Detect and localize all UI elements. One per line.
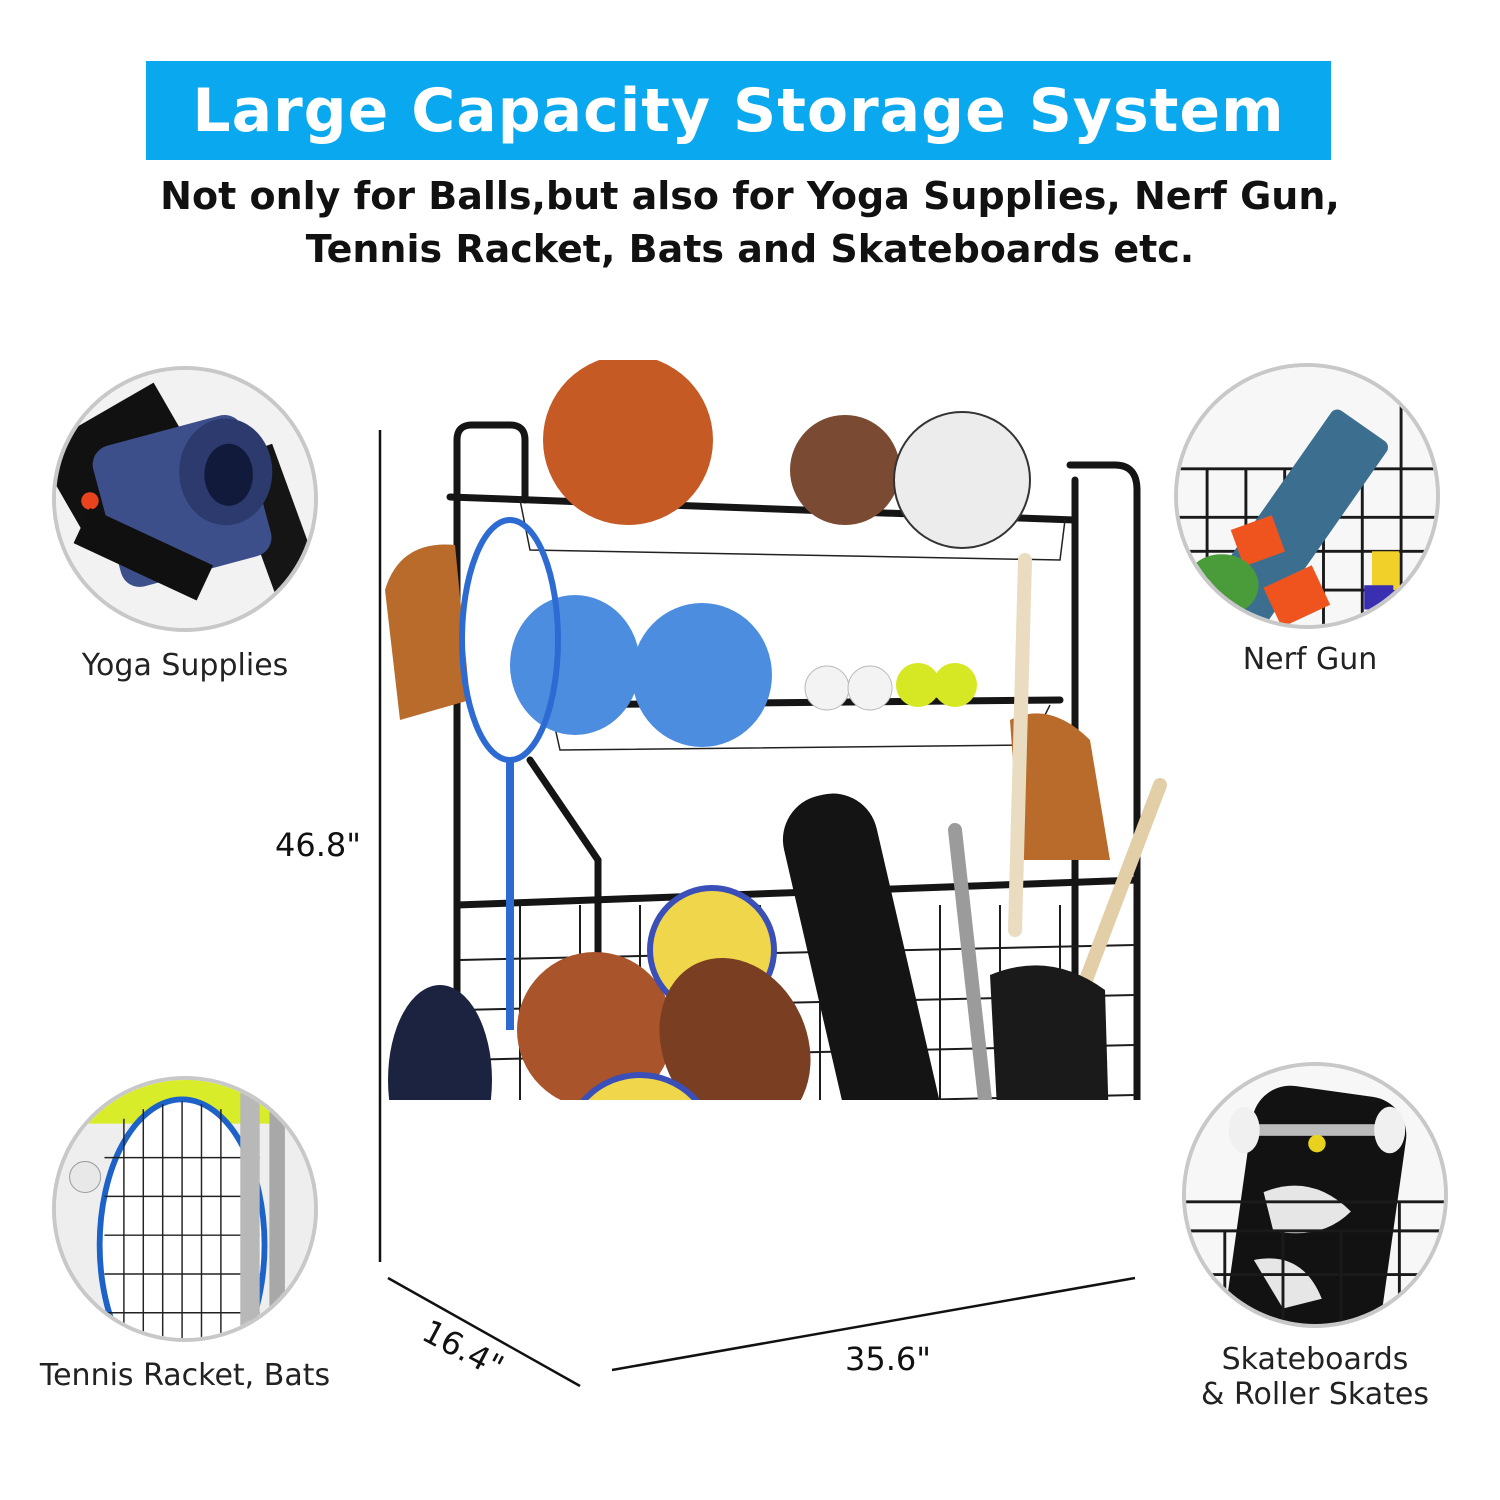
title-banner: Large Capacity Storage System <box>146 61 1331 160</box>
skateboards-label-line-2: & Roller Skates <box>1201 1377 1429 1412</box>
page-title: Large Capacity Storage System <box>192 75 1285 146</box>
nerf-gun-image <box>1174 363 1440 629</box>
width-dimension: 35.6" <box>845 1340 931 1378</box>
skateboards-label: Skateboards & Roller Skates <box>1170 1342 1460 1412</box>
storage-rack-icon <box>385 355 1167 1364</box>
tennis-racket-bats-label: Tennis Racket, Bats <box>39 1358 331 1393</box>
tennis-racket-icon <box>56 1080 314 1338</box>
tennis-racket-bats-image <box>52 1076 318 1342</box>
yoga-supplies-image <box>52 366 318 632</box>
depth-dimension: 16.4" <box>416 1312 510 1386</box>
skateboards-label-line-1: Skateboards <box>1221 1342 1409 1377</box>
skateboards-roller-skates-image <box>1182 1062 1448 1328</box>
subtitle-line-2: Tennis Racket, Bats and Skateboards etc. <box>305 227 1195 271</box>
yoga-mat-icon <box>56 370 314 628</box>
yoga-supplies-label: Yoga Supplies <box>81 648 289 683</box>
nerf-gun-label: Nerf Gun <box>1242 642 1378 677</box>
skateboard-icon <box>1186 1066 1444 1324</box>
storage-rack-image <box>380 355 1170 1364</box>
height-dimension: 46.8" <box>275 826 361 864</box>
nerf-gun-icon <box>1178 367 1436 625</box>
subtitle-line-1: Not only for Balls,but also for Yoga Sup… <box>160 174 1340 218</box>
